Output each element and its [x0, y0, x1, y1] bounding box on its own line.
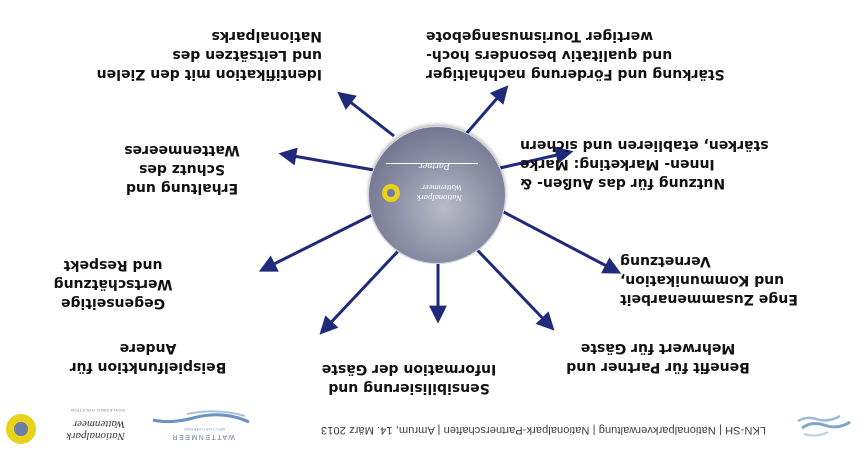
label-identifikation: Identifikation mit den Zielen und Leitsä… [62, 26, 322, 83]
label-line: wertiger Tourismusangebote [426, 28, 654, 44]
label-line: Erhaltung und [125, 180, 239, 196]
label-line: Sensibilisierung und [328, 380, 490, 396]
label-line: Beispielfunktion für [69, 359, 227, 375]
label-line: Innen- Marketing: Marke [520, 156, 715, 172]
label-line: Nationalparks [211, 28, 322, 44]
label-beispielfunktion: Beispielfunktion für Andere [38, 338, 258, 376]
label-line: Wertschätzung [53, 276, 173, 292]
disc-logo-icon [382, 184, 400, 202]
label-line: Information der Gäste [321, 361, 497, 377]
disc-partner-label: Partner [418, 160, 450, 171]
label-line: und Leitsätzen des [172, 47, 322, 63]
label-line: Stärkung und Förderung nachhaltiger [426, 66, 725, 82]
label-marketing: Nutzung für das Außen- & Innen- Marketin… [520, 135, 848, 192]
label-sensibilisierung: Sensibilisierung und Information der Gäs… [294, 359, 524, 397]
arrow-kommunik [495, 206, 622, 274]
label-line: Wattenmeeres [124, 142, 240, 158]
label-line: Nutzung für das Außen- & [520, 175, 726, 191]
disc-line1: Nationalpark [416, 193, 462, 203]
label-schutz-wattenmeer: Erhaltung und Schutz des Wattenmeeres [112, 140, 252, 197]
label-line: Identifikation mit den Zielen [96, 66, 322, 82]
label-line: Vernetzung [620, 253, 711, 269]
wattenmeer-logo-icon: WATTENMEER WELTNATURERBE [149, 410, 253, 444]
label-tourismus: Stärkung und Förderung nachhaltiger und … [426, 26, 748, 83]
label-line: Gegenseitige [60, 295, 166, 311]
label-zusammenarbeit: Enge Zusammenarbeit und Kommunikation, V… [620, 251, 850, 308]
label-wertschaetzung: Gegenseitige Wertschätzung und Respekt [38, 255, 188, 312]
label-benefit: Benefit für Partner und Mehrwert für Gäs… [548, 338, 768, 376]
center-partner-disc: Nationalpark Wattenmeer Partner [368, 126, 506, 264]
arrow-staerk [464, 85, 509, 135]
arrow-marke [499, 146, 574, 170]
arrow-wert [258, 210, 379, 272]
arrow-schutz [278, 147, 375, 172]
label-line: Andere [119, 340, 177, 356]
label-line: Enge Zusammenarbeit [620, 291, 798, 307]
label-line: Benefit für Partner und [566, 359, 750, 375]
disc-line2: Wattenmeer [421, 183, 462, 193]
label-line: und Kommunikation, [620, 272, 785, 288]
wave-logo-icon [797, 414, 851, 437]
label-line: stärken, etablieren und sichern [520, 137, 769, 153]
arrow-ident [337, 91, 395, 138]
label-line: Schutz des [139, 161, 225, 177]
label-line: Mehrwert für Gäste [580, 340, 736, 356]
label-line: und qualitativ besonders hoch- [426, 47, 673, 63]
label-line: und Respekt [63, 257, 163, 273]
